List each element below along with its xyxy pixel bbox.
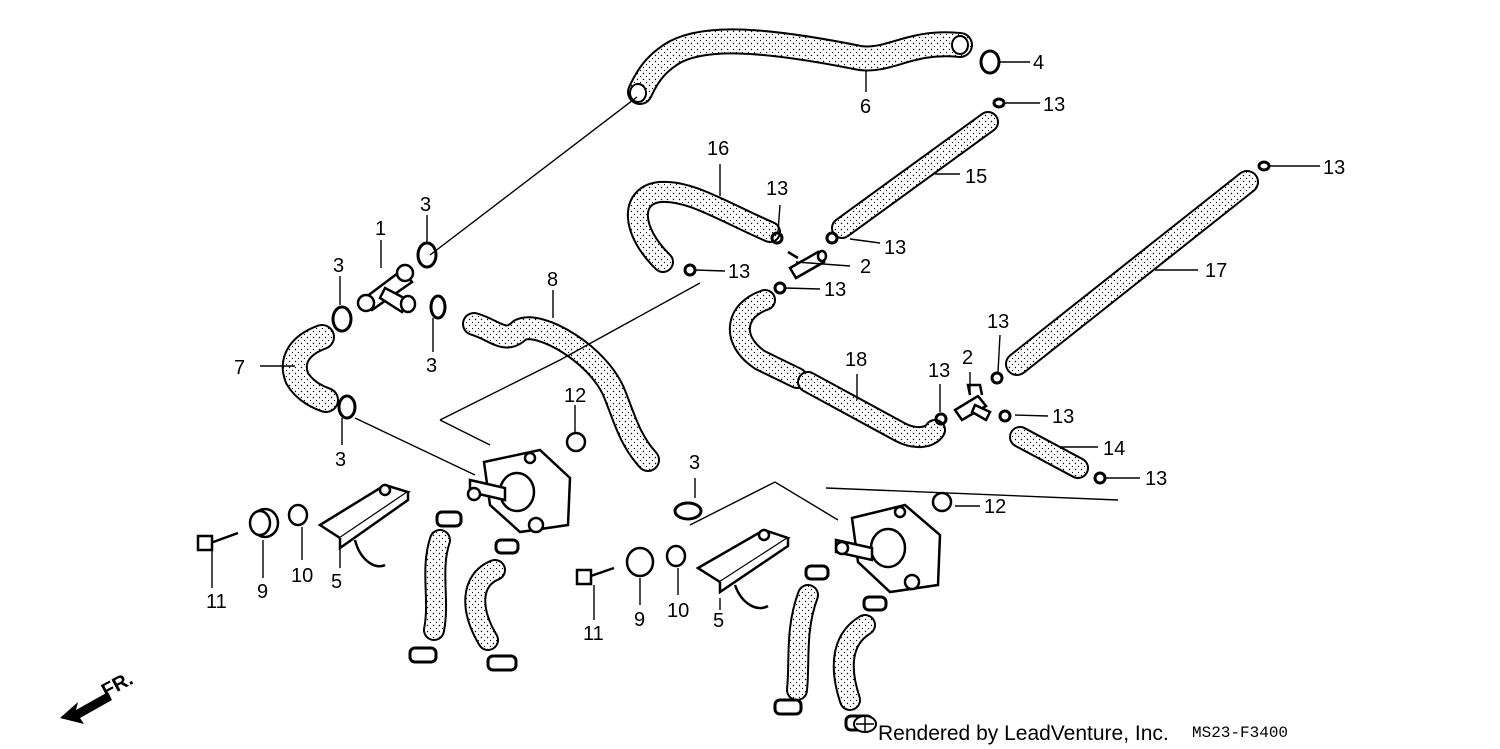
small-parts-left — [196, 431, 587, 552]
callout-16: 16 — [707, 138, 729, 160]
callout-10: 10 — [667, 600, 689, 622]
pipe-2-lower — [953, 383, 992, 422]
hose-8 — [462, 312, 660, 472]
callout-3: 3 — [333, 255, 344, 277]
callout-9: 9 — [257, 581, 268, 603]
callout-13: 13 — [1323, 157, 1345, 179]
callout-17: 17 — [1205, 260, 1227, 282]
callout-3: 3 — [335, 449, 346, 471]
diagram-code: MS23-F3400 — [1192, 724, 1288, 742]
callout-13: 13 — [1043, 94, 1065, 116]
callout-5: 5 — [713, 610, 724, 632]
bracket-5-left — [317, 483, 411, 568]
callout-15: 15 — [965, 166, 987, 188]
callout-11: 11 — [206, 591, 227, 613]
callout-13: 13 — [987, 311, 1009, 333]
hose-16 — [626, 180, 781, 273]
bracket-5-right — [695, 528, 791, 610]
hose-17 — [1005, 170, 1259, 376]
callout-3: 3 — [689, 452, 700, 474]
callout-18: 18 — [845, 349, 867, 371]
callout-9: 9 — [634, 609, 645, 631]
lower-hoses-left — [423, 529, 506, 651]
callout-13: 13 — [928, 360, 950, 382]
front-arrow-icon: FR. — [60, 668, 137, 724]
callout-1: 1 — [375, 218, 386, 240]
callout-13: 13 — [884, 237, 906, 259]
callout-7: 7 — [234, 357, 245, 379]
leadventure-logo-icon — [853, 715, 877, 733]
callout-3: 3 — [420, 194, 431, 216]
callout-10: 10 — [291, 565, 313, 587]
pipe-2-upper — [787, 249, 828, 280]
hose-6 — [627, 28, 973, 105]
callout-13: 13 — [824, 279, 846, 301]
callout-8: 8 — [547, 269, 558, 291]
hose-18 — [729, 289, 946, 448]
hose-7 — [281, 324, 339, 413]
callout-11: 11 — [583, 623, 604, 645]
callout-13: 13 — [1052, 406, 1074, 428]
leader-lines — [211, 61, 1320, 620]
callout-5: 5 — [331, 571, 342, 593]
callout-13: 13 — [1145, 468, 1167, 490]
valve-left — [466, 448, 572, 534]
callout-4: 4 — [1033, 52, 1044, 74]
small-parts-right — [575, 491, 953, 586]
callout-3: 3 — [426, 355, 437, 377]
valve-right — [834, 503, 942, 594]
lower-hoses-right — [786, 584, 876, 711]
callout-12: 12 — [984, 496, 1006, 518]
callout-6: 6 — [860, 96, 871, 118]
hose-14 — [1009, 426, 1089, 479]
callout-14: 14 — [1103, 438, 1125, 460]
joint-1 — [356, 263, 417, 314]
callouts: 6 4 13 13 15 16 13 13 2 13 13 17 13 2 13… — [206, 52, 1345, 645]
callout-2: 2 — [962, 347, 973, 369]
callout-12: 12 — [564, 385, 586, 407]
hose-15 — [831, 111, 999, 239]
footer: Rendered by LeadVenture, Inc. MS23-F3400 — [853, 715, 1288, 745]
callout-13: 13 — [766, 178, 788, 200]
callout-2: 2 — [860, 256, 871, 278]
credit-text: Rendered by LeadVenture, Inc. — [878, 722, 1169, 745]
callout-13: 13 — [728, 261, 750, 283]
